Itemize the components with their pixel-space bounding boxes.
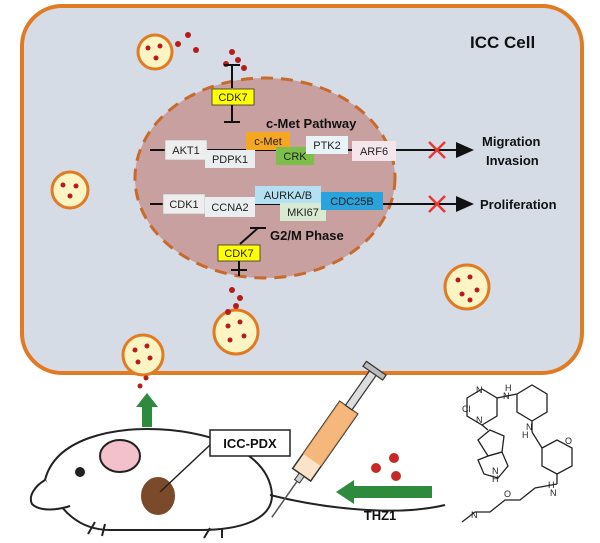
svg-text:O: O <box>565 436 572 446</box>
drug-dots-bottom <box>225 287 243 315</box>
syringe-illustration <box>271 360 387 518</box>
outcome-invasion: Invasion <box>486 153 539 168</box>
pdx-pointer <box>159 444 211 493</box>
gene-aurka <box>255 186 321 204</box>
inhibition-x-migration <box>428 141 446 159</box>
svg-text:N: N <box>550 488 557 498</box>
cdk7-bottom-label: CDK7 <box>224 248 253 260</box>
svg-text:H: H <box>505 383 512 393</box>
svg-text:N: N <box>492 466 499 476</box>
vesicle-right <box>443 263 491 311</box>
cdk7-top-label: CDK7 <box>218 92 247 104</box>
gene-akt1-label: AKT1 <box>172 145 200 157</box>
vesicle-exit <box>121 333 165 389</box>
gene-cdc25b-label: CDC25B <box>330 196 373 208</box>
outcome-migration: Migration <box>482 134 541 149</box>
gene-arf6 <box>352 141 396 161</box>
gene-crk <box>276 147 314 165</box>
green-left-arrow <box>336 480 432 504</box>
gene-arf6-label: ARF6 <box>360 146 388 158</box>
svg-text:H: H <box>492 474 499 484</box>
gene-cdk1-label: CDK1 <box>169 199 198 211</box>
thz1-structure <box>461 384 573 523</box>
thz1-label: THZ1 <box>364 508 397 523</box>
svg-text:N: N <box>526 422 533 432</box>
gene-pdpk1 <box>205 150 255 168</box>
gene-mki67-label: MKI67 <box>287 207 319 219</box>
gene-ccna2 <box>205 197 255 217</box>
gene-mki67 <box>280 203 326 221</box>
g2m-phase-label: G2/M Phase <box>270 228 344 243</box>
gene-pdpk1-label: PDPK1 <box>212 154 248 166</box>
gene-ccna2-label: CCNA2 <box>211 202 248 214</box>
svg-text:H: H <box>548 480 555 490</box>
gene-ptk2-label: PTK2 <box>313 140 341 152</box>
svg-text:N: N <box>503 391 510 401</box>
gene-cdc25b <box>321 192 383 210</box>
gene-ptk2 <box>306 136 348 154</box>
icc-pdx-label: ICC-PDX <box>223 436 277 451</box>
svg-text:O: O <box>504 489 511 499</box>
gene-crk-label: CRK <box>283 151 307 163</box>
green-up-arrow <box>136 393 158 427</box>
gene-cmet <box>246 132 290 150</box>
icc-pdx-box <box>209 429 291 457</box>
vesicle-bottom <box>212 308 260 356</box>
cell-title: ICC Cell <box>470 33 535 52</box>
svg-text:N: N <box>476 385 483 395</box>
svg-text:Cl: Cl <box>462 404 471 414</box>
nucleus <box>133 76 397 280</box>
cmet-pathway-label: c-Met Pathway <box>266 116 357 131</box>
gene-cmet-label: c-Met <box>254 136 282 148</box>
svg-text:N: N <box>476 415 483 425</box>
drug-dots-top <box>175 32 247 71</box>
inhibition-x-proliferation <box>428 195 446 213</box>
svg-text:N: N <box>471 510 478 520</box>
vesicle-top-left <box>136 33 174 71</box>
vesicle-left <box>50 170 90 210</box>
gene-aurka-label: AURKA/B <box>264 190 312 202</box>
thz1-molecules <box>371 453 401 481</box>
svg-text:H: H <box>522 430 529 440</box>
outcome-proliferation: Proliferation <box>480 197 557 212</box>
